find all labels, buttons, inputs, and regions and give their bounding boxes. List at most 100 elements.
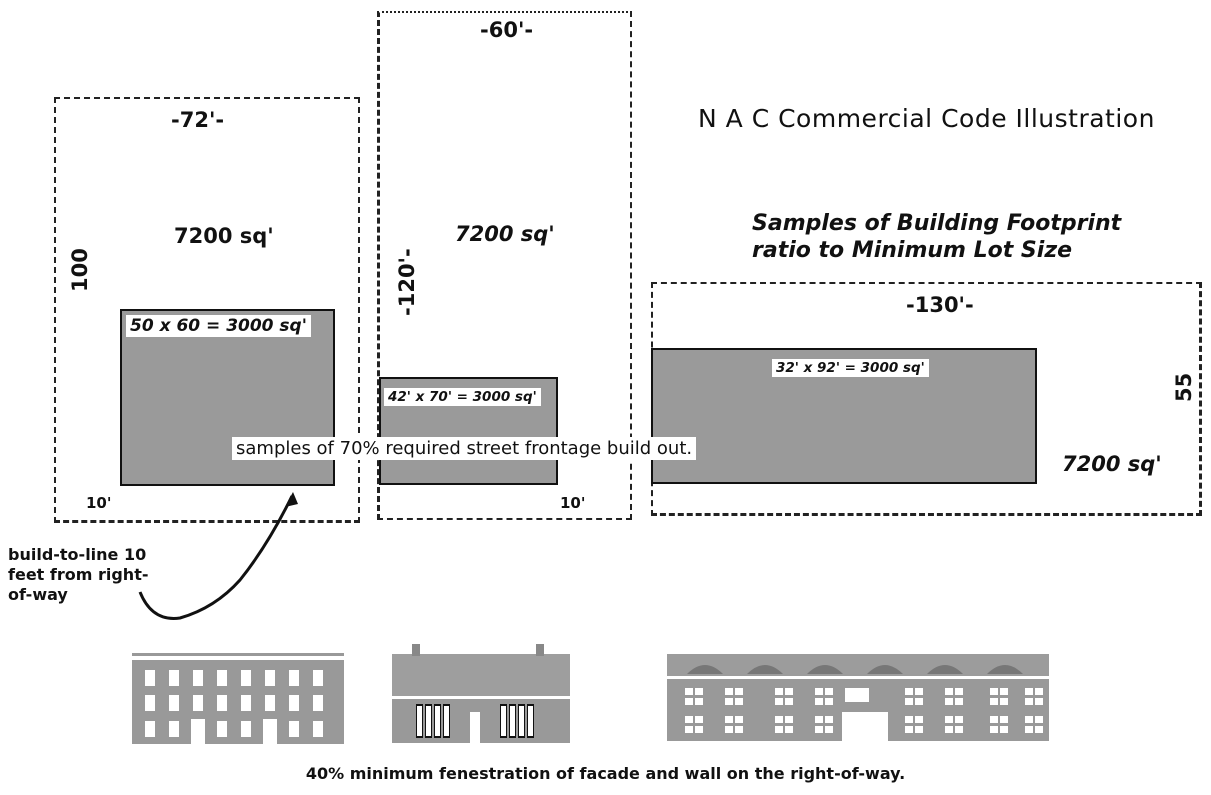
facade-window <box>241 670 251 686</box>
facade-dormer <box>747 665 783 674</box>
facade-window <box>825 688 833 695</box>
facade-window <box>289 670 299 686</box>
facade-window <box>241 721 251 737</box>
facade-window <box>265 670 275 686</box>
facade-window <box>145 695 155 711</box>
facade-window <box>145 721 155 737</box>
build-to-line-note: build-to-line 10 feet from right-of-way <box>8 545 149 604</box>
facade-window <box>1000 716 1008 723</box>
facade-window <box>915 688 923 695</box>
facade-window <box>775 726 783 733</box>
facade-window <box>915 698 923 705</box>
lot-2-frontage-label: -60'- <box>480 18 534 42</box>
facade-window <box>825 716 833 723</box>
facade-window <box>1025 726 1033 733</box>
facade-windows <box>145 665 1043 744</box>
lot-2-footprint-label: 42' x 70' = 3000 sq' <box>384 388 541 406</box>
lot-1-frontage-label: -72'- <box>171 108 225 132</box>
facade-window <box>775 698 783 705</box>
facade-window <box>1035 726 1043 733</box>
facade-window <box>519 706 524 736</box>
facade-window <box>990 716 998 723</box>
facade-window <box>825 698 833 705</box>
facade-window <box>990 698 998 705</box>
facade-window <box>815 688 823 695</box>
facade-door <box>263 719 277 744</box>
facade-window <box>169 721 179 737</box>
facade-window <box>1000 688 1008 695</box>
facade-dormer <box>927 665 963 674</box>
facade-window <box>735 688 743 695</box>
diagram-subtitle: Samples of Building Footprint ratio to M… <box>752 211 1122 263</box>
facade-window <box>815 716 823 723</box>
facade-window <box>1025 716 1033 723</box>
lot-1-boundary <box>54 97 360 523</box>
facade-dormer <box>867 665 903 674</box>
facade-window <box>695 716 703 723</box>
facade-window <box>945 726 953 733</box>
lot-1-footprint-label: 50 x 60 = 3000 sq' <box>126 315 311 337</box>
facade-window <box>785 688 793 695</box>
facade-window <box>435 706 440 736</box>
facade-window <box>945 716 953 723</box>
facade-window <box>313 695 323 711</box>
facade-window <box>426 706 431 736</box>
facade-window <box>685 726 693 733</box>
lot-2-boundary <box>377 11 632 520</box>
facade-window <box>1000 726 1008 733</box>
facade-window <box>501 706 506 736</box>
frontage-note: samples of 70% required street frontage … <box>232 437 697 460</box>
facade-window <box>695 688 703 695</box>
facade-window <box>695 726 703 733</box>
facade-window <box>1025 698 1033 705</box>
facade-window <box>695 698 703 705</box>
facade-window <box>735 698 743 705</box>
facade-window <box>241 695 251 711</box>
facade-window <box>905 726 913 733</box>
facade-window <box>1035 716 1043 723</box>
lot-3-footprint-label: 32' x 92' = 3000 sq' <box>772 359 929 377</box>
facade-window <box>955 698 963 705</box>
facade-window <box>945 688 953 695</box>
facade-window <box>915 716 923 723</box>
facade-window <box>955 716 963 723</box>
facade-window <box>169 670 179 686</box>
facade-window <box>775 688 783 695</box>
facade-window <box>510 706 515 736</box>
facade-window <box>528 706 533 736</box>
lot-3-frontage-label: -130'- <box>906 293 974 317</box>
facade-window <box>685 716 693 723</box>
facade-window <box>417 706 422 736</box>
facade-window <box>685 698 693 705</box>
lot-2-setback-label: 10' <box>560 494 586 512</box>
facade-window <box>990 726 998 733</box>
facade-window <box>217 695 227 711</box>
facade-window <box>785 716 793 723</box>
facade-window <box>735 726 743 733</box>
facade-window <box>905 688 913 695</box>
facade-dormer <box>807 665 843 674</box>
facade-window <box>169 695 179 711</box>
facade-window <box>193 670 203 686</box>
facade-1 <box>132 653 344 744</box>
facade-window <box>775 716 783 723</box>
facade-window <box>725 716 733 723</box>
facade-window <box>444 706 449 736</box>
facade-window <box>217 670 227 686</box>
facade-window <box>815 726 823 733</box>
facade-window <box>955 726 963 733</box>
facade-window <box>217 721 227 737</box>
facade-window <box>289 695 299 711</box>
facade-window <box>825 726 833 733</box>
build-to-line-arrow <box>138 495 294 620</box>
lot-1-setback-label: 10' <box>86 494 112 512</box>
facade-window <box>313 670 323 686</box>
build-to-line-arrowhead <box>285 492 298 507</box>
facade-window <box>845 688 869 702</box>
facade-window <box>990 688 998 695</box>
facade-window <box>725 698 733 705</box>
facade-dormer <box>687 665 723 674</box>
page-title: N A C Commercial Code Illustration <box>698 104 1155 133</box>
facade-dormer <box>987 665 1023 674</box>
facade-window <box>725 726 733 733</box>
